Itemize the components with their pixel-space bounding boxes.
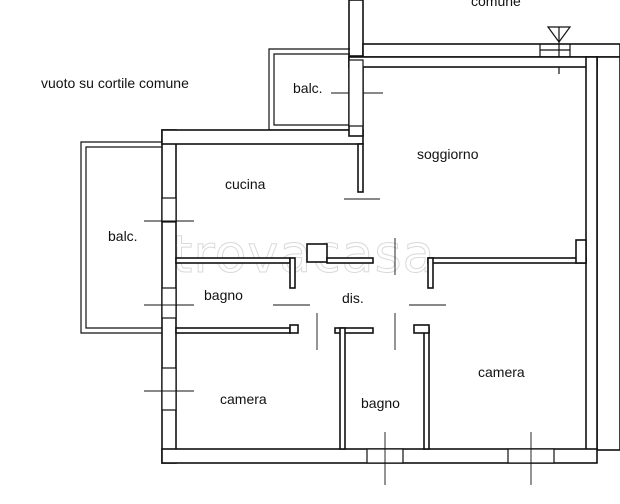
- label-balcone-left: balc.: [108, 228, 138, 244]
- label-vuoto-cortile: vuoto su cortile comune: [41, 75, 189, 91]
- label-cucina: cucina: [225, 176, 266, 192]
- label-bagno-2: bagno: [361, 395, 400, 411]
- label-balcone-top: balc.: [293, 80, 323, 96]
- label-disimpegno: dis.: [342, 290, 364, 306]
- label-comune: comune: [471, 0, 521, 9]
- balcony-left: [80, 141, 162, 334]
- right-neighbour-wall: [596, 56, 620, 451]
- label-camera-1: camera: [220, 391, 267, 407]
- interior-walls: [175, 143, 587, 450]
- label-camera-2: camera: [478, 364, 525, 380]
- label-bagno-1: bagno: [204, 287, 243, 303]
- windows: [144, 59, 555, 485]
- watermark: trovacasa: [172, 225, 436, 285]
- label-soggiorno: soggiorno: [417, 146, 479, 162]
